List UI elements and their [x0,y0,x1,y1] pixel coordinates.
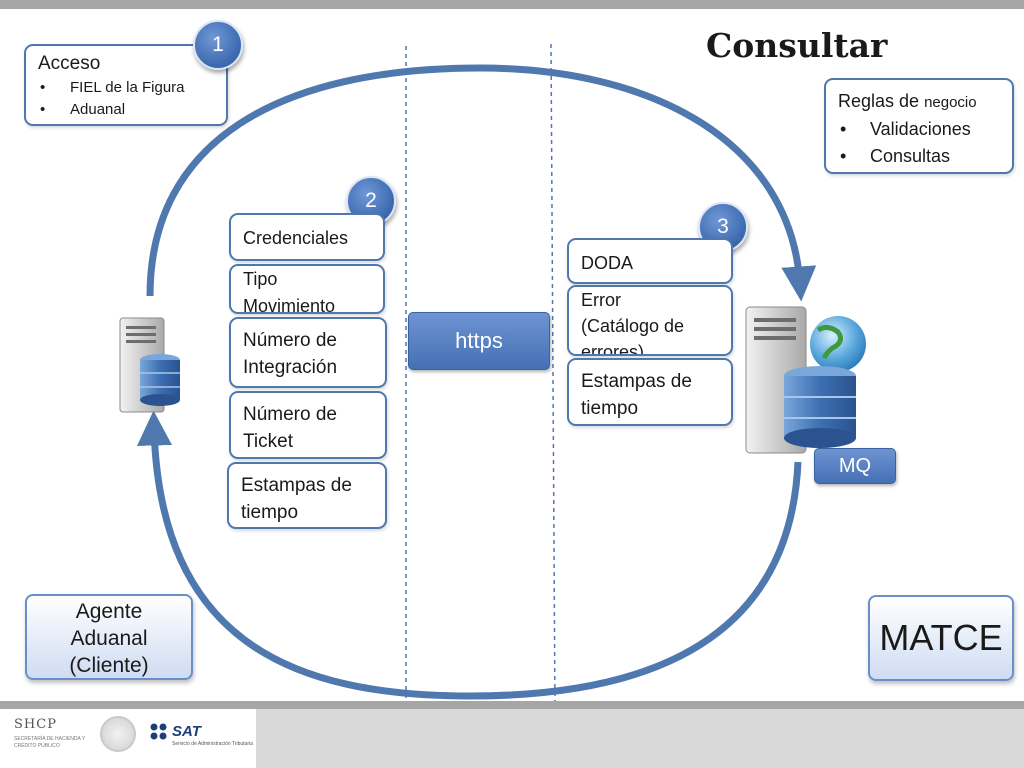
shcp-logo-subtitle: SECRETARÍA DE HACIENDA Y CRÉDITO PÚBLICO [14,736,86,749]
access-item-continued: Aduanal [38,99,214,121]
sat-logo-subtitle: Servicio de Administración Tributaria [172,741,253,747]
separator-right [550,43,556,713]
field-error: Error (Catálogo de errores) [567,285,733,356]
field-tipo-movimiento: Tipo Movimiento [229,264,385,314]
sat-logo-icon [150,723,167,740]
access-box: Acceso FIEL de la Figura Aduanal [24,44,228,126]
access-list: FIEL de la Figura Aduanal [38,77,214,121]
sat-logo-text: SAT [172,723,201,740]
rule-item: Validaciones [838,116,1000,143]
bottom-bar [0,701,1024,709]
business-rules-list: Validaciones Consultas [838,116,1000,170]
field-estampas-tiempo-request: Estampas de tiempo [227,462,387,529]
business-rules-heading: Reglas de negocio [838,91,977,111]
field-numero-ticket: Número de Ticket [229,391,387,459]
mq-queue: MQ [814,448,896,484]
rule-item: Consultas [838,143,1000,170]
client-label: Agente Aduanal (Cliente) [25,594,193,680]
request-arrow [146,64,817,302]
server-label: MATCE [868,595,1014,681]
footer-band [256,709,1024,768]
response-arrow [137,410,802,700]
client-server-icon [119,317,180,413]
field-credenciales: Credenciales [229,213,385,261]
matce-server-icon [745,306,866,454]
access-item: FIEL de la Figura [38,77,214,99]
page-title: Consultar [706,26,888,65]
step-badge-1: 1 [193,20,243,70]
national-seal-icon [100,716,136,752]
field-numero-integracion: Número de Integración [229,317,387,388]
access-heading: Acceso [38,53,101,74]
https-protocol: https [408,312,550,370]
field-doda: DODA [567,238,733,284]
top-bar [0,0,1024,9]
shcp-logo-text: SHCP [14,717,57,732]
field-estampas-tiempo-response: Estampas de tiempo [567,358,733,426]
business-rules-box: Reglas de negocio Validaciones Consultas [824,78,1014,174]
